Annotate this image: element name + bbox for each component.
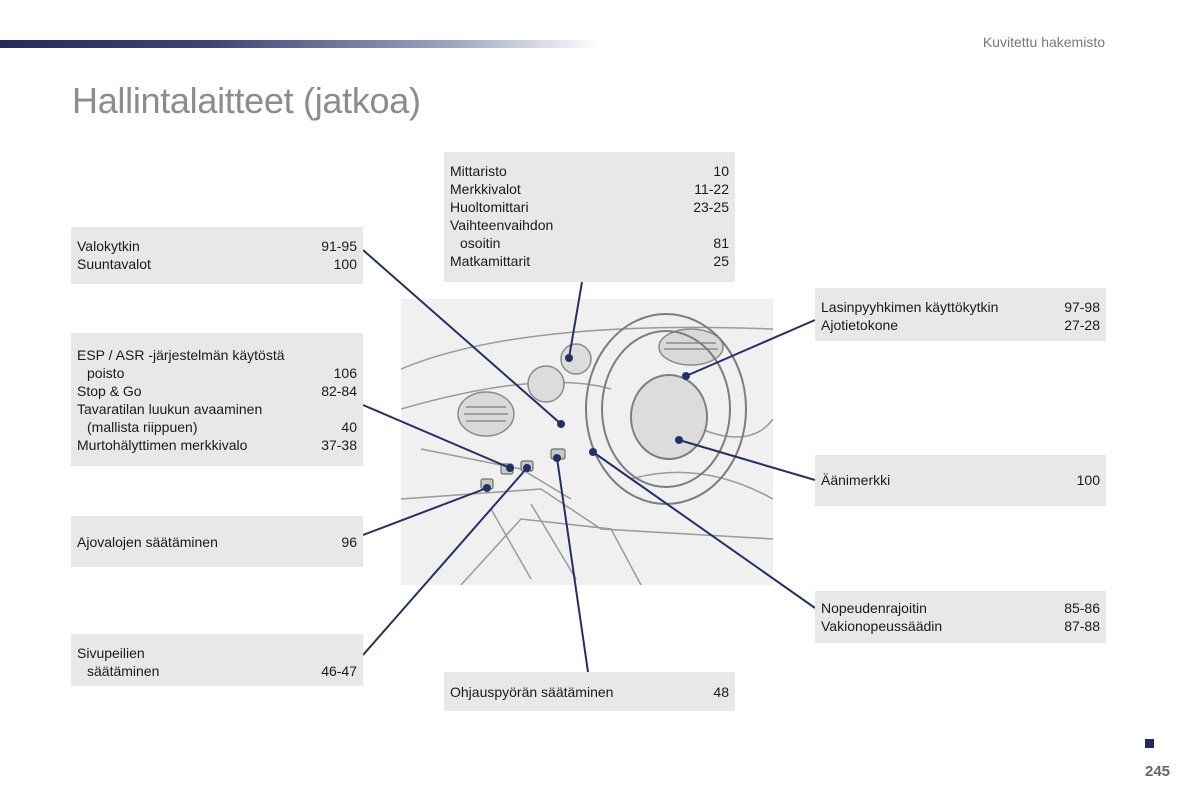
callout-mirrors: Sivupeilien säätäminen 46-47 (71, 634, 363, 686)
entry-page: 100 (333, 256, 357, 272)
entry-page: 23-25 (693, 199, 729, 215)
entry-page: 10 (713, 163, 729, 179)
entry-page: 46-47 (321, 663, 357, 679)
page-title: Hallintalaitteet (jatkoa) (72, 80, 421, 121)
entry-label-cont: (mallista riippuen) (87, 419, 198, 435)
entry-label: Suuntavalot (77, 256, 151, 272)
entry-label: Vakionopeussäädin (821, 618, 943, 634)
entry-page: 81 (713, 235, 729, 251)
entry-page: 25 (713, 253, 729, 269)
entry-page: 96 (341, 534, 357, 550)
right-air-vent (658, 328, 724, 366)
index-entry[interactable]: Ajovalojen säätäminen 96 (77, 533, 357, 551)
callout-wipers: Lasinpyyhkimen käyttökytkin 97-98 Ajotiet… (815, 288, 1106, 341)
index-entry[interactable]: Nopeudenrajoitin 85-86 (821, 599, 1100, 617)
index-entry[interactable]: Ohjauspyörän säätäminen 48 (450, 683, 729, 701)
entry-page: 91-95 (321, 238, 357, 254)
index-entry[interactable]: Tavaratilan luukun avaaminen (mallista ri… (77, 400, 357, 436)
callout-headlamp: Ajovalojen säätäminen 96 (71, 516, 363, 567)
index-entry[interactable]: Äänimerkki 100 (821, 471, 1100, 489)
entry-label: Ajovalojen säätäminen (77, 534, 218, 550)
index-entry[interactable]: Murtohälyttimen merkkivalo 37-38 (77, 436, 357, 454)
entry-page: 27-28 (1064, 317, 1100, 333)
index-entry[interactable]: Huoltomittari 23-25 (450, 198, 729, 216)
entry-label: Matkamittarit (450, 253, 531, 269)
entry-page: 48 (713, 684, 729, 700)
callout-speed: Nopeudenrajoitin 85-86 Vakionopeussäädin 8… (815, 591, 1106, 643)
index-entry[interactable]: Sivupeilien säätäminen 46-47 (77, 644, 357, 680)
entry-label: Tavaratilan luukun avaaminen (77, 401, 263, 417)
index-entry[interactable]: Lasinpyyhkimen käyttökytkin 97-98 (821, 298, 1100, 316)
entry-page: 106 (333, 365, 357, 381)
index-entry[interactable]: Merkkivalot 11-22 (450, 180, 729, 198)
entry-page: 85-86 (1064, 600, 1100, 616)
page-marker-square (1145, 739, 1154, 748)
callout-instruments: Mittaristo 10 Merkkivalot 11-22 Huoltomitt… (444, 152, 735, 282)
entry-label: Lasinpyyhkimen käyttökytkin (821, 299, 999, 315)
entry-label: Ohjauspyörän säätäminen (450, 684, 614, 700)
entry-label: Äänimerkki (821, 472, 891, 488)
entry-page: 87-88 (1064, 618, 1100, 634)
callout-lights: Valokytkin 91-95 Suuntavalot 100 (71, 227, 363, 284)
entry-label: Merkkivalot (450, 181, 521, 197)
callout-horn: Äänimerkki 100 (815, 455, 1106, 506)
section-label: Kuvitettu hakemisto (982, 34, 1105, 50)
entry-page: 97-98 (1064, 299, 1100, 315)
entry-page: 11-22 (694, 181, 729, 197)
dashboard-illustration (400, 299, 774, 586)
header-accent-bar (0, 40, 600, 48)
index-entry[interactable]: Vaihteenvaihdon osoitin 81 (450, 216, 729, 252)
index-entry[interactable]: Mittaristo 10 (450, 162, 729, 180)
instrument-cluster (527, 343, 592, 403)
entry-label: Huoltomittari (450, 199, 529, 215)
entry-page: 40 (341, 419, 357, 435)
entry-label: Mittaristo (450, 163, 507, 179)
entry-label-cont: poisto (87, 365, 125, 381)
entry-label: Nopeudenrajoitin (821, 600, 927, 616)
index-entry[interactable]: ESP / ASR -järjestelmän käytöstä poisto 10… (77, 346, 357, 382)
entry-label-cont: säätäminen (87, 663, 160, 679)
index-entry[interactable]: Ajotietokone 27-28 (821, 316, 1100, 334)
page-number: 245 (1145, 763, 1171, 780)
index-entry[interactable]: Vakionopeussäädin 87-88 (821, 617, 1100, 635)
callout-steering: Ohjauspyörän säätäminen 48 (444, 672, 735, 711)
entry-page: 82-84 (321, 383, 357, 399)
entry-label: Valokytkin (77, 238, 140, 254)
entry-page: 100 (1076, 472, 1100, 488)
entry-label: Sivupeilien (77, 645, 145, 661)
entry-page: 37-38 (321, 437, 357, 453)
entry-label: ESP / ASR -järjestelmän käytöstä (77, 347, 285, 363)
dashboard-drawing (400, 313, 774, 586)
entry-label: Ajotietokone (821, 317, 899, 333)
index-entry[interactable]: Valokytkin 91-95 (77, 237, 357, 255)
index-entry[interactable]: Suuntavalot 100 (77, 255, 357, 273)
left-air-vent (457, 391, 515, 437)
index-entry[interactable]: Stop & Go 82-84 (77, 382, 357, 400)
entry-label: Murtohälyttimen merkkivalo (77, 437, 248, 453)
center-console-switches (480, 448, 566, 490)
callout-esp: ESP / ASR -järjestelmän käytöstä poisto 10… (71, 333, 363, 466)
entry-label: Vaihteenvaihdon (450, 217, 554, 233)
entry-label-cont: osoitin (460, 235, 501, 251)
index-entry[interactable]: Matkamittarit 25 (450, 252, 729, 270)
entry-label: Stop & Go (77, 383, 142, 399)
